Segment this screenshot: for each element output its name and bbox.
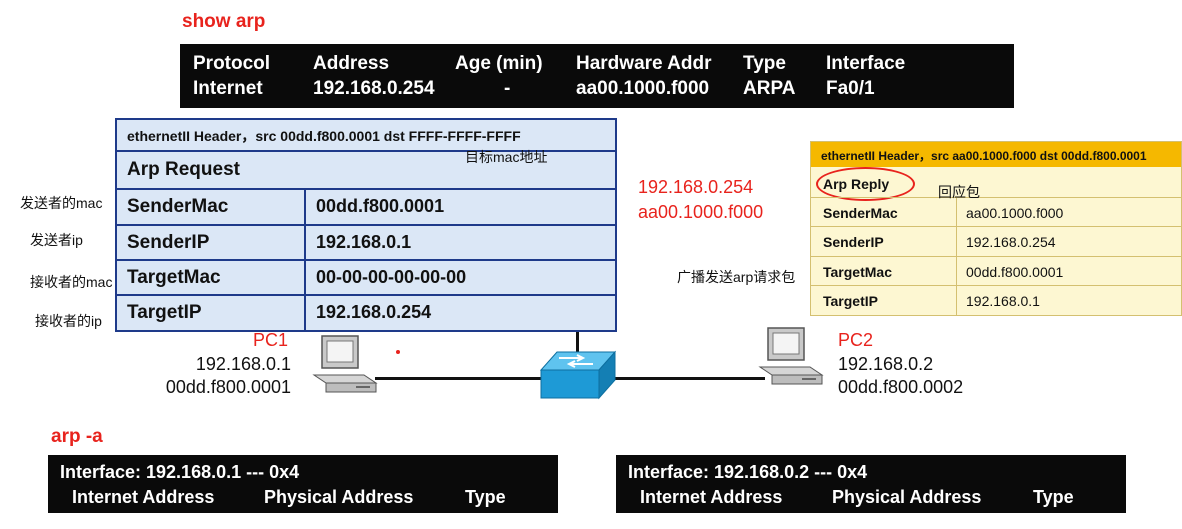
show-arp-cell-address: 192.168.0.254 bbox=[313, 78, 435, 99]
reply-value-targetmac: 00dd.f800.0001 bbox=[966, 264, 1064, 280]
arp-a-pc2-col-type: Type bbox=[1033, 487, 1074, 507]
arp-a-output-pc2: Interface: 192.168.0.2 --- 0x4 Internet … bbox=[616, 455, 1126, 513]
show-arp-header-age: Age (min) bbox=[455, 53, 543, 74]
marker-dot bbox=[396, 350, 400, 354]
show-arp-output: Protocol Address Age (min) Hardware Addr… bbox=[180, 44, 1014, 108]
pc2-ip: 192.168.0.2 bbox=[838, 354, 934, 374]
pc1-name: PC1 bbox=[253, 330, 289, 350]
show-arp-header-hwaddr: Hardware Addr bbox=[576, 53, 712, 74]
arp-a-pc2-col-physical: Physical Address bbox=[832, 487, 982, 507]
pc-icon bbox=[312, 335, 378, 397]
receiver-mac-label: 接收者的mac bbox=[30, 274, 113, 290]
reply-field-sendermac: SenderMac bbox=[823, 205, 898, 221]
arp-a-pc1-col-physical: Physical Address bbox=[264, 487, 414, 507]
reply-value-targetip: 192.168.0.1 bbox=[966, 293, 1040, 309]
arp-a-title: arp -a bbox=[51, 426, 103, 447]
reply-field-targetip: TargetIP bbox=[823, 293, 878, 309]
request-value-targetip: 192.168.0.254 bbox=[316, 302, 432, 322]
reply-field-targetmac: TargetMac bbox=[823, 264, 892, 280]
show-arp-cell-hwaddr: aa00.1000.f000 bbox=[576, 78, 710, 99]
arp-reply-table: ethernetII Header，src aa00.1000.f000 dst… bbox=[810, 141, 1182, 316]
arp-a-pc1-col-type: Type bbox=[465, 487, 506, 507]
table-connector bbox=[576, 330, 579, 352]
request-field-targetmac: TargetMac bbox=[127, 267, 221, 288]
target-mac-annotation: 目标mac地址 bbox=[465, 149, 548, 165]
pc1-mac: 00dd.f800.0001 bbox=[165, 377, 291, 397]
sender-ip-label: 发送者ip bbox=[30, 232, 83, 248]
pc2-mac: 00dd.f800.0002 bbox=[838, 377, 964, 397]
request-value-targetmac: 00-00-00-00-00-00 bbox=[316, 267, 467, 287]
request-ethernet-header: ethernetII Header，src 00dd.f800.0001 dst… bbox=[127, 128, 521, 144]
reply-field-senderip: SenderIP bbox=[823, 234, 884, 250]
reply-ethernet-header: ethernetII Header，src aa00.1000.f000 dst… bbox=[821, 149, 1147, 163]
request-field-sendermac: SenderMac bbox=[127, 196, 229, 217]
sender-mac-label: 发送者的mac bbox=[20, 195, 103, 211]
request-value-senderip: 192.168.0.1 bbox=[316, 232, 412, 252]
reply-title: Arp Reply bbox=[823, 176, 890, 192]
request-field-targetip: TargetIP bbox=[127, 302, 202, 323]
show-arp-cell-interface: Fa0/1 bbox=[826, 78, 875, 99]
arp-a-pc2-interface: Interface: 192.168.0.2 --- 0x4 bbox=[628, 462, 868, 482]
reply-annotation: 回应包 bbox=[938, 184, 980, 200]
reply-title-highlight bbox=[816, 167, 915, 201]
request-field-senderip: SenderIP bbox=[127, 232, 210, 253]
show-arp-header-interface: Interface bbox=[826, 53, 906, 74]
arp-a-pc1-interface: Interface: 192.168.0.1 --- 0x4 bbox=[60, 462, 300, 482]
pc2-name: PC2 bbox=[838, 330, 874, 350]
show-arp-cell-type: ARPA bbox=[743, 78, 796, 99]
arp-a-pc2-col-internet: Internet Address bbox=[640, 487, 783, 507]
arp-a-output-pc1: Interface: 192.168.0.1 --- 0x4 Internet … bbox=[48, 455, 558, 513]
show-arp-header-protocol: Protocol bbox=[193, 53, 271, 74]
reply-value-senderip: 192.168.0.254 bbox=[966, 234, 1056, 250]
receiver-ip-label: 接收者的ip bbox=[35, 313, 102, 329]
request-value-sendermac: 00dd.f800.0001 bbox=[316, 196, 445, 216]
arp-a-pc1-col-internet: Internet Address bbox=[72, 487, 215, 507]
gateway-mac: aa00.1000.f000 bbox=[638, 202, 764, 222]
arp-request-table: ethernetII Header，src 00dd.f800.0001 dst… bbox=[115, 118, 617, 332]
request-title: Arp Request bbox=[127, 159, 240, 180]
pc-icon bbox=[758, 327, 824, 389]
broadcast-note: 广播发送arp请求包 bbox=[677, 269, 796, 285]
show-arp-title: show arp bbox=[182, 11, 266, 32]
gateway-ip: 192.168.0.254 bbox=[638, 177, 754, 197]
show-arp-header-type: Type bbox=[743, 53, 786, 74]
switch-icon bbox=[539, 350, 617, 400]
reply-value-sendermac: aa00.1000.f000 bbox=[966, 205, 1064, 221]
show-arp-header-address: Address bbox=[313, 53, 390, 74]
show-arp-cell-age: - bbox=[504, 78, 511, 99]
pc1-ip: 192.168.0.1 bbox=[195, 354, 291, 374]
show-arp-cell-protocol: Internet bbox=[193, 78, 263, 99]
